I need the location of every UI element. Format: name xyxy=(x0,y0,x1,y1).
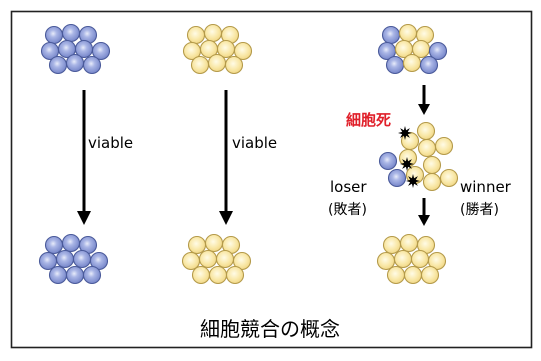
blue-cell xyxy=(48,55,68,75)
arrow-head xyxy=(219,211,233,225)
burst-icon xyxy=(400,157,414,171)
winner-cell xyxy=(422,172,442,192)
yellow-cell xyxy=(420,265,440,285)
yellow-cell xyxy=(191,265,211,285)
top-left-cluster xyxy=(40,23,111,75)
yellow-cell xyxy=(207,53,227,73)
bottom-right-cluster xyxy=(376,233,447,285)
yellow-cell xyxy=(410,249,430,269)
yellow-cell xyxy=(386,265,406,285)
blue-cell xyxy=(91,41,111,61)
loser-cell xyxy=(387,168,407,188)
yellow-cell xyxy=(399,233,419,253)
loser-label: loser xyxy=(330,178,367,196)
yellow-cell xyxy=(190,55,210,75)
top-middle-cluster xyxy=(182,23,253,75)
blue-cell xyxy=(55,249,75,269)
yellow-cell xyxy=(203,23,223,43)
blue-cell xyxy=(385,55,405,75)
yellow-cell xyxy=(204,233,224,253)
arrow-head xyxy=(418,215,430,226)
yellow-cell xyxy=(233,41,253,61)
blue-cell xyxy=(61,23,81,43)
yellow-cell xyxy=(187,235,207,255)
yellow-cell xyxy=(403,265,423,285)
viable-label-left: viable xyxy=(88,134,133,152)
yellow-cell xyxy=(225,265,245,285)
winner-cell xyxy=(439,168,459,188)
blue-cell xyxy=(82,265,102,285)
blue-cell xyxy=(61,233,81,253)
loser-jp-label: (敗者) xyxy=(328,202,367,218)
yellow-cell xyxy=(215,249,235,269)
caption: 細胞競合の概念 xyxy=(200,317,340,341)
yellow-cell xyxy=(398,23,418,43)
blue-cell xyxy=(48,265,68,285)
burst-icon xyxy=(398,126,412,140)
cell-death-label: 細胞死 xyxy=(346,111,391,129)
winner-jp-label: (勝者) xyxy=(460,202,499,218)
viable-label-middle: viable xyxy=(232,134,277,152)
arrow-left xyxy=(77,90,91,225)
arrow-right-bottom xyxy=(418,198,430,226)
yellow-cell xyxy=(208,265,228,285)
blue-cell xyxy=(428,41,448,61)
top-right-cluster xyxy=(377,23,448,75)
blue-cell xyxy=(72,249,92,269)
bottom-middle-cluster xyxy=(181,233,252,285)
winner-cell xyxy=(422,155,442,175)
arrows xyxy=(77,85,430,226)
winner-cell xyxy=(416,121,436,141)
yellow-cell xyxy=(402,53,422,73)
burst-icon xyxy=(406,174,420,188)
cell-clusters xyxy=(38,23,459,285)
bottom-left-cluster xyxy=(38,233,109,285)
competition-cluster xyxy=(378,121,459,192)
yellow-cell xyxy=(393,249,413,269)
loser-cell xyxy=(378,151,398,171)
arrow-right-top xyxy=(418,85,430,115)
yellow-cell xyxy=(224,55,244,75)
winner-cell xyxy=(434,136,454,156)
winner-label: winner xyxy=(460,178,512,196)
yellow-cell xyxy=(382,235,402,255)
blue-cell xyxy=(419,55,439,75)
yellow-cell xyxy=(198,249,218,269)
arrow-middle xyxy=(219,90,233,225)
winner-cell xyxy=(417,138,437,158)
death-markers xyxy=(398,126,420,188)
arrow-head xyxy=(77,211,91,225)
yellow-cell xyxy=(186,25,206,45)
blue-cell xyxy=(65,53,85,73)
blue-cell xyxy=(44,25,64,45)
blue-cell xyxy=(44,235,64,255)
blue-cell xyxy=(381,25,401,45)
arrow-head xyxy=(418,104,430,115)
blue-cell xyxy=(82,55,102,75)
blue-cell xyxy=(65,265,85,285)
